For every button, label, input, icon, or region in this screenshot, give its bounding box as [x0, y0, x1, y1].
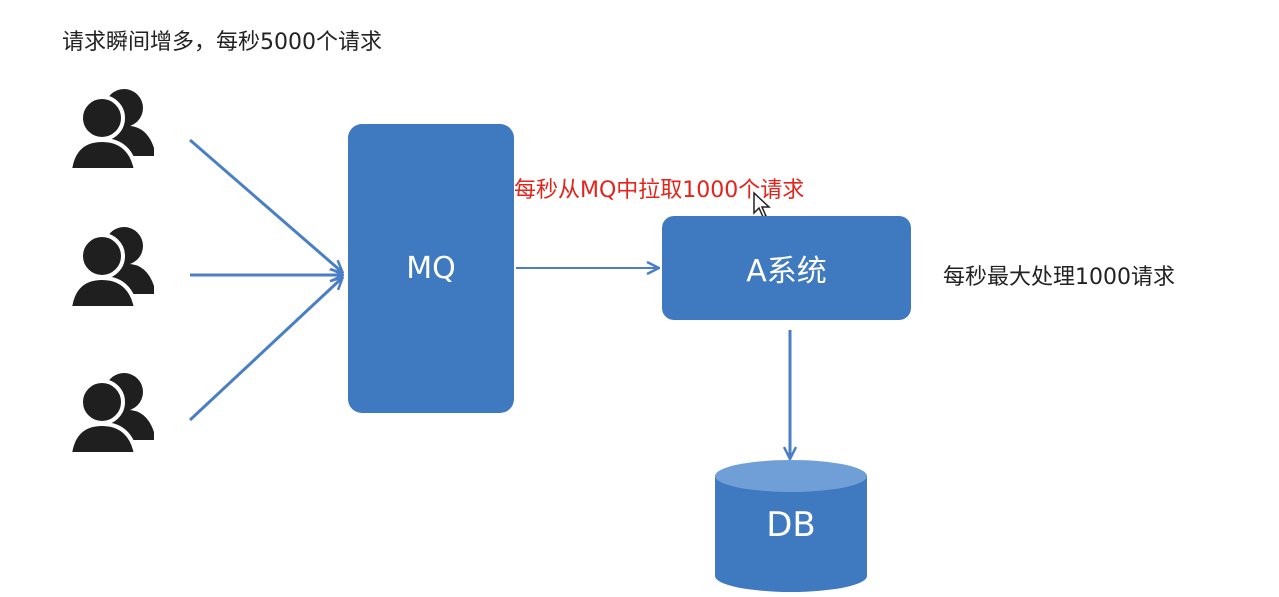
- db-label: DB: [766, 505, 816, 545]
- arrow-users-top-to-mq: [189, 138, 342, 272]
- max-capacity-label: 每秒最大处理1000请求: [943, 265, 1175, 290]
- mq-label: MQ: [406, 251, 456, 286]
- service-a-box: A系统: [662, 216, 911, 320]
- service-a-label: A系统: [746, 254, 827, 289]
- mq-box: MQ: [348, 124, 514, 413]
- users-icon: [68, 87, 156, 172]
- pull-rate-label: 每秒从MQ中拉取1000个请求: [514, 178, 805, 203]
- page-title: 请求瞬间增多，每秒5000个请求: [62, 30, 382, 55]
- users-icon: [68, 371, 156, 456]
- db-cylinder: [715, 460, 867, 592]
- arrow-users-bottom-to-mq: [188, 278, 342, 422]
- users-icon: [68, 225, 156, 310]
